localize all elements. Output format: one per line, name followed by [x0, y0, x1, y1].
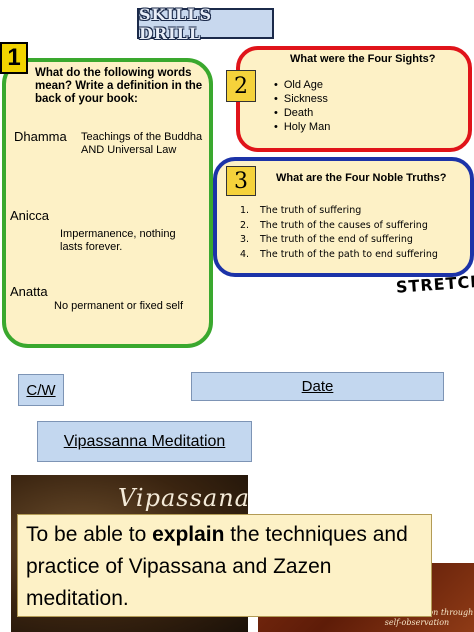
- objective-keyword: explain: [152, 523, 225, 546]
- term-dhamma: Dhamma: [14, 129, 67, 144]
- four-sights-list: Old Age Sickness Death Holy Man: [274, 78, 330, 134]
- list-text: The truth of the causes of suffering: [260, 219, 428, 231]
- photo-title: Vipassana: [118, 484, 250, 512]
- objective-text: the techniques and practice of Vipassana…: [26, 523, 408, 610]
- list-number: 4.: [240, 248, 250, 260]
- list-item: Death: [274, 106, 330, 120]
- date-label: Date: [191, 372, 444, 401]
- list-item: Sickness: [274, 92, 330, 106]
- skills-drill-banner: SKILLS DRILL: [137, 5, 274, 43]
- term-anatta: Anatta: [10, 284, 48, 299]
- number-badge-1: 1: [0, 42, 28, 74]
- list-item: 1. The truth of suffering: [240, 204, 438, 219]
- number-badge-2: 2: [226, 70, 256, 102]
- stretch-label: STRETCH: [395, 271, 474, 297]
- list-item: 4. The truth of the path to end suffering: [240, 248, 438, 263]
- list-number: 1.: [240, 205, 250, 216]
- definition-anicca: Impermanence, nothing lasts forever.: [60, 228, 176, 253]
- number-badge-3: 3: [226, 166, 256, 196]
- list-text: The truth of the path to end suffering: [260, 248, 438, 260]
- list-text: The truth of the end of suffering: [260, 234, 413, 245]
- list-item: Holy Man: [274, 120, 330, 134]
- definition-dhamma: Teachings of the Buddha AND Universal La…: [81, 131, 203, 156]
- term-anicca: Anicca: [10, 208, 50, 223]
- list-item: Old Age: [274, 78, 330, 92]
- list-number: 2.: [240, 219, 250, 231]
- banner-text: SKILLS DRILL: [139, 4, 212, 43]
- list-item: 2. The truth of the causes of suffering: [240, 219, 438, 234]
- definitions-box: [2, 58, 213, 348]
- noble-truths-list: 1. The truth of suffering 2. The truth of …: [240, 204, 438, 262]
- learning-objective: To be able to explain the techniques and…: [17, 514, 432, 617]
- noble-truths-box: [213, 157, 474, 277]
- lesson-title: Vipassanna Meditation: [37, 421, 252, 462]
- definition-anatta: No permanent or fixed self: [54, 300, 184, 312]
- list-item: 3. The truth of the end of suffering: [240, 233, 438, 248]
- list-number: 3.: [240, 234, 250, 245]
- definitions-question: What do the following words mean? Write …: [35, 67, 203, 105]
- noble-truths-question: What are the Four Noble Truths?: [276, 172, 447, 184]
- list-text: The truth of suffering: [260, 205, 362, 216]
- objective-text: To be able to: [26, 523, 153, 546]
- classwork-label: C/W: [18, 374, 64, 406]
- four-sights-question: What were the Four Sights?: [290, 53, 436, 65]
